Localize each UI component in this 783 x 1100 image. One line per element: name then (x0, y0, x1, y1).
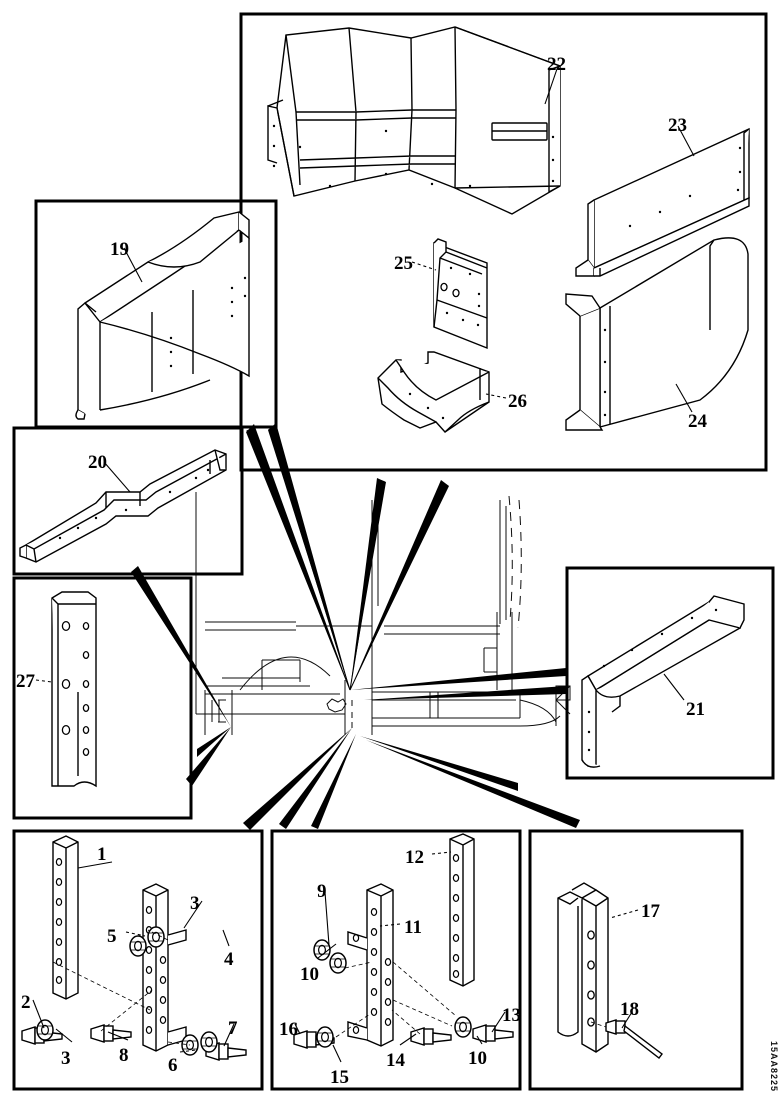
part-22-main-hood-shroud (267, 26, 561, 215)
leader-to-item21-b (364, 686, 566, 700)
part-21-angle-shelf-bracket (581, 595, 745, 768)
callout-22: 22 (547, 54, 566, 75)
panel-item27 (12, 576, 193, 820)
panel-bottom-left (12, 829, 264, 1091)
assembly-dash-lines-br (590, 1021, 607, 1028)
part-25-rivets (445, 266, 481, 327)
callout-2: 2 (21, 992, 31, 1013)
panel-bottom-right (528, 829, 744, 1091)
callout-leaders (32, 65, 695, 1063)
callout-10b: 10 (468, 1048, 487, 1069)
callout-10a: 10 (300, 964, 319, 985)
part-25-holes (440, 282, 460, 298)
callout-13: 13 (502, 1005, 521, 1026)
leader-to-bottom-left-a (243, 728, 352, 830)
callout-26: 26 (508, 391, 527, 412)
callout-17: 17 (641, 901, 660, 922)
drawing-watermark: 15AA8225 (769, 1040, 779, 1092)
part-20-contoured-rail (19, 449, 227, 563)
leader-to-item21-a (350, 668, 566, 690)
part-27-vertical-post (51, 591, 97, 788)
callout-24: 24 (688, 411, 707, 432)
part-19-rivets (169, 276, 247, 368)
part-23-angle-panel (575, 127, 750, 277)
callout-20: 20 (88, 452, 107, 473)
part-26-gusset-bracket (377, 351, 490, 433)
part-5-upright-rail-right (142, 883, 187, 1052)
callout-3a: 3 (190, 893, 200, 914)
callout-4: 4 (224, 949, 234, 970)
assembly-dash-lines-bm (335, 961, 457, 1038)
callout-18: 18 (620, 999, 639, 1020)
leader-to-panel27-long (186, 727, 231, 786)
callout-5: 5 (107, 926, 117, 947)
part-22-rivets (272, 124, 555, 188)
part-18-pin-bolt (605, 1019, 663, 1059)
part-24-side-cover-panel (565, 237, 749, 431)
leader-to-item20 (131, 566, 231, 727)
assembly-dash-lines-bl (52, 929, 191, 1046)
callout-15: 15 (330, 1067, 349, 1088)
part-24-rivets (603, 328, 607, 417)
part-26-rivets (408, 392, 445, 420)
callout-16: 16 (279, 1019, 298, 1040)
callout-14: 14 (386, 1050, 405, 1071)
part-25-mounting-plate (433, 238, 488, 350)
callout-19: 19 (110, 239, 129, 260)
leader-to-item27 (197, 727, 231, 757)
leader-to-bottom-mid-b (360, 736, 518, 791)
callout-1: 1 (97, 844, 107, 865)
callout-25: 25 (394, 253, 413, 274)
part-12-holes (452, 853, 460, 978)
callout-11: 11 (404, 917, 422, 938)
part-11-holes (352, 907, 392, 1034)
callout-3b: 3 (61, 1048, 71, 1069)
callout-6: 6 (168, 1055, 178, 1076)
leader-to-bottom-mid-a (311, 734, 356, 829)
panel-borders (12, 12, 775, 1091)
panel-bottom-mid (270, 829, 522, 1091)
fasteners-bottom-mid (293, 939, 514, 1049)
callout-21: 21 (686, 699, 705, 720)
callout-9: 9 (317, 881, 327, 902)
callout-8: 8 (119, 1045, 129, 1066)
part-27-holes (61, 620, 90, 757)
panel-item21 (565, 566, 775, 780)
callout-12: 12 (405, 847, 424, 868)
callout-7: 7 (228, 1018, 238, 1039)
part-12-upright-rail (449, 833, 475, 987)
part-17-holes (587, 930, 595, 1027)
part-17-corner-post (557, 882, 609, 1053)
part-19-curved-side-panel (75, 211, 250, 420)
leader-to-bottom-right (366, 740, 580, 828)
part-21-rivets (587, 608, 718, 752)
part-1-holes (55, 857, 63, 984)
part-23-rivets (628, 146, 742, 228)
callout-27: 27 (16, 671, 35, 692)
callout-23: 23 (668, 115, 687, 136)
ghost-machine-frame (195, 492, 571, 735)
panel-top (239, 12, 768, 472)
leader-to-bottom-left-b (279, 728, 352, 829)
panel-item20 (12, 426, 244, 576)
leader-wedge-outlines (246, 428, 448, 691)
part-20-rivets (58, 468, 210, 540)
